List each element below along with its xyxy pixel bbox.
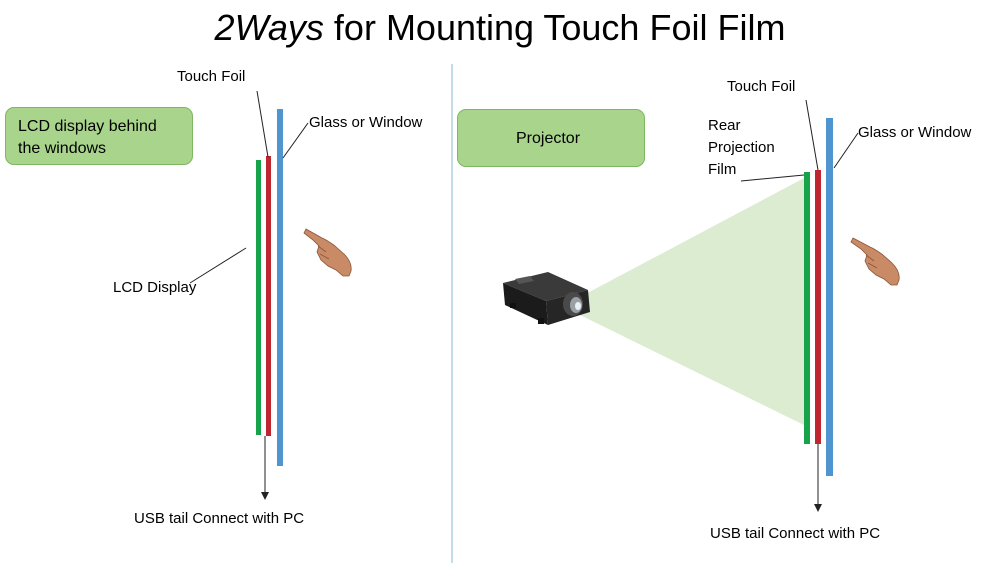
projector-icon [503,272,590,325]
rear-projection-leader [740,174,805,182]
glass-layer [277,109,283,466]
lcd-behind-window-box: LCD display behind the windows [5,107,193,165]
rear-projection-label-3: Film [708,161,737,178]
touch-foil-leader [256,90,269,158]
glass-leader-right [833,132,859,169]
projection-beam [578,176,808,427]
rear-projection-label-1: Rear [708,117,741,134]
usb-label-right: USB tail Connect with PC [710,525,881,542]
touch-foil-layer [266,156,271,436]
pointing-hand-icon-right [850,237,900,286]
title-text: for Mounting Touch Foil Film [323,7,786,48]
projector-box-text: Projector [516,130,581,147]
usb-label: USB tail Connect with PC [134,510,305,527]
touch-foil-label-right: Touch Foil [727,78,796,95]
title-emphasis: 2Ways [214,7,324,48]
glass-label-right: Glass or Window [858,124,972,141]
glass-layer-right [826,118,833,476]
diagram-title: 2Ways for Mounting Touch Foil Film [0,6,1000,50]
lcd-behind-window-text: LCD display behind the windows [18,118,157,157]
glass-leader [282,122,309,159]
usb-arrow-head [261,492,269,500]
rear-projection-film-layer [804,172,810,444]
lcd-display-leader [189,247,247,284]
lcd-layer [256,160,261,435]
projector-box: Projector [457,109,645,167]
glass-label: Glass or Window [309,114,423,131]
rear-projection-label-2: Projection [708,139,775,156]
touch-foil-layer-right [815,170,821,444]
lcd-display-label: LCD Display [113,279,197,296]
touch-foil-leader-right [805,99,819,171]
pointing-hand-icon [303,228,352,277]
usb-arrow-head-right [814,504,822,512]
touch-foil-label: Touch Foil [177,68,246,85]
